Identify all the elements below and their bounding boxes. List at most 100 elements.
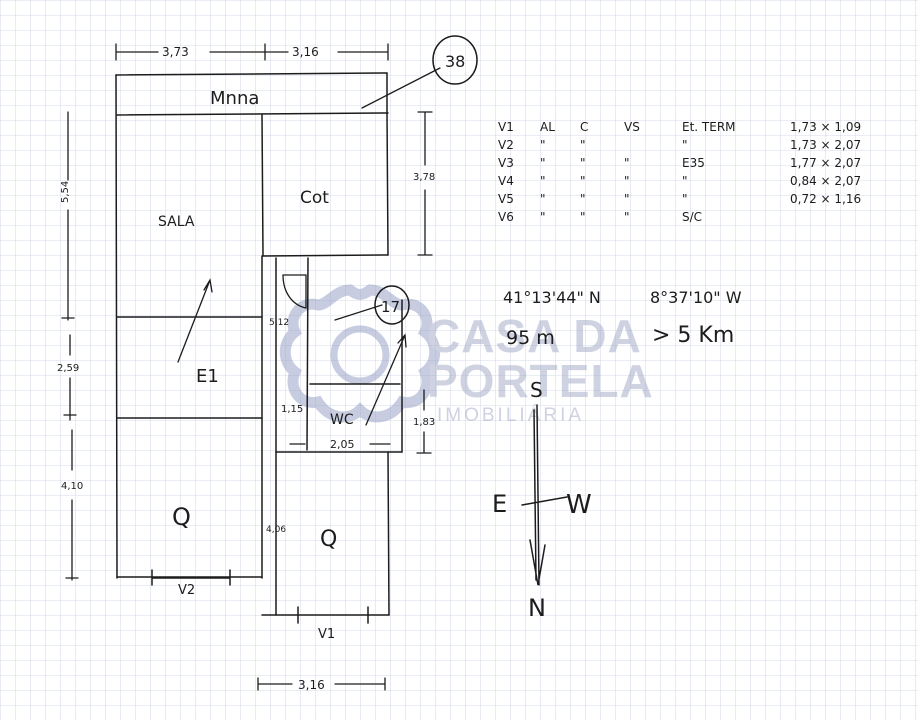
leader-17: [334, 304, 383, 321]
table-cell-r1-c5: 1,73 × 2,07: [790, 138, 861, 152]
door-swing: [282, 274, 307, 309]
dim-left-upper: 5,54: [60, 181, 71, 203]
dim-bottom-line: [257, 677, 386, 691]
room-q-left: Q: [172, 503, 191, 531]
table-header-0: V1: [498, 120, 514, 134]
arrow-e1: [177, 278, 213, 363]
table-cell-r0-c0: V2: [498, 138, 514, 152]
compass-bottom: N: [528, 594, 546, 622]
outer-wall-left: [115, 74, 118, 579]
dim-right-wc-line: [416, 389, 432, 454]
dim-top-right-line: [264, 43, 389, 61]
dim-inner-small: 1,15: [281, 404, 303, 415]
table-cell-r2-c0: V4: [498, 174, 514, 188]
floor-plan: [115, 72, 403, 624]
marquise-bottom-wall: [116, 112, 389, 116]
table-cell-r4-c5: 0,72 × 1,16: [790, 192, 861, 206]
table-cell-r3-c1: ": [540, 192, 546, 206]
dim-bottom: 3,16: [298, 678, 325, 692]
dim-wc-width: 2,05: [330, 438, 355, 451]
dim-left-line: [61, 111, 79, 581]
table-cell-r3-c0: V5: [498, 192, 514, 206]
dim-left-lower: 4,10: [61, 481, 83, 492]
location-distance: > 5 Km: [652, 323, 734, 348]
table-cell-r0-c2: ": [580, 138, 586, 152]
dim-top-right: 3,16: [292, 45, 319, 59]
table-cell-r1-c4: E35: [682, 156, 705, 170]
room-e1: E1: [196, 366, 219, 387]
room-sala: SALA: [158, 214, 195, 230]
dim-left-mid: 2,59: [57, 363, 79, 374]
marker-38-label: 38: [445, 52, 465, 71]
dim-right-wc: 1,83: [413, 417, 435, 428]
marker-38-circle: [432, 35, 478, 85]
room-q-right: Q: [320, 527, 337, 552]
table-cell-r4-c2: ": [580, 210, 586, 224]
location-altitude: 95 m: [506, 327, 555, 349]
dimension-lines: [61, 43, 441, 691]
table-cell-r3-c4: ": [682, 192, 688, 206]
table-cell-r2-c4: ": [682, 174, 688, 188]
outer-wall-top: [115, 72, 388, 76]
compass-top: S: [530, 378, 543, 402]
table-cell-r0-c1: ": [540, 138, 546, 152]
table-cell-r2-c5: 1,77 × 2,07: [790, 156, 861, 170]
leader-38: [361, 67, 441, 109]
dim-top-left: 3,73: [162, 45, 189, 59]
dim-inner-lower: 4,06: [266, 525, 286, 535]
table-cell-r1-c0: V3: [498, 156, 514, 170]
compass-west: W: [566, 490, 592, 520]
dim-right-cot-line: [417, 111, 433, 256]
table-header-2: C: [580, 120, 588, 134]
window-v1-marks: [297, 606, 369, 624]
table-cell-r2-c3: ": [624, 174, 630, 188]
table-cell-r3-c5: 0,84 × 2,07: [790, 174, 861, 188]
table-cell-r4-c1: ": [540, 210, 546, 224]
table-cell-r2-c2: ": [580, 174, 586, 188]
table-cell-r0-c4: ": [682, 138, 688, 152]
table-cell-r1-c2: ": [580, 156, 586, 170]
watermark-line1: CASA DA: [427, 310, 642, 362]
arrow-wc: [365, 333, 407, 426]
table-header-1: AL: [540, 120, 555, 134]
dim-top-left-line: [115, 43, 266, 61]
table-cell-r1-c3: ": [624, 156, 630, 170]
room-wc: WC: [330, 412, 354, 428]
room-marquise: Mnna: [210, 88, 259, 109]
table-header-3: VS: [624, 120, 640, 134]
table-cell-r0-c5: 1,73 × 1,09: [790, 120, 861, 134]
location-lon: 8°37'10" W: [650, 288, 742, 307]
watermark-emblem-core: [330, 325, 390, 385]
cot-bottom-wall: [262, 254, 389, 257]
q-right-right-wall: [387, 451, 390, 616]
location-lat: 41°13'44" N: [503, 288, 601, 307]
watermark-logo: CASA DA PORTELA IMOBILIÁRIA: [279, 284, 654, 426]
dim-right-cot: 3,78: [413, 172, 435, 183]
compass-needle: [521, 404, 568, 586]
compass-east: E: [492, 490, 507, 518]
table-cell-r2-c1: ": [540, 174, 546, 188]
table-cell-r3-c3: ": [624, 192, 630, 206]
compass: [521, 404, 568, 586]
window-v2-label: V2: [178, 583, 195, 598]
table-cell-r4-c4: S/C: [682, 210, 702, 224]
table-header-4: Et. TERM: [682, 120, 736, 134]
table-cell-r4-c0: V6: [498, 210, 514, 224]
room-cot: Cot: [300, 188, 329, 208]
cot-right-wall: [386, 112, 389, 256]
watermark-line2: PORTELA: [427, 355, 654, 407]
window-v1-label: V1: [318, 627, 335, 642]
table-cell-r4-c3: ": [624, 210, 630, 224]
watermark-line3: IMOBILIÁRIA: [437, 405, 584, 426]
table-cell-r1-c1: ": [540, 156, 546, 170]
cot-left-wall: [261, 114, 264, 257]
marker-17-circle: [374, 285, 410, 325]
marker-17-label: 17: [381, 298, 400, 316]
hall-right-wall: [306, 257, 309, 451]
watermark-emblem: [279, 284, 441, 423]
window-v2-marks: [151, 569, 231, 586]
table-cell-r3-c2: ": [580, 192, 586, 206]
